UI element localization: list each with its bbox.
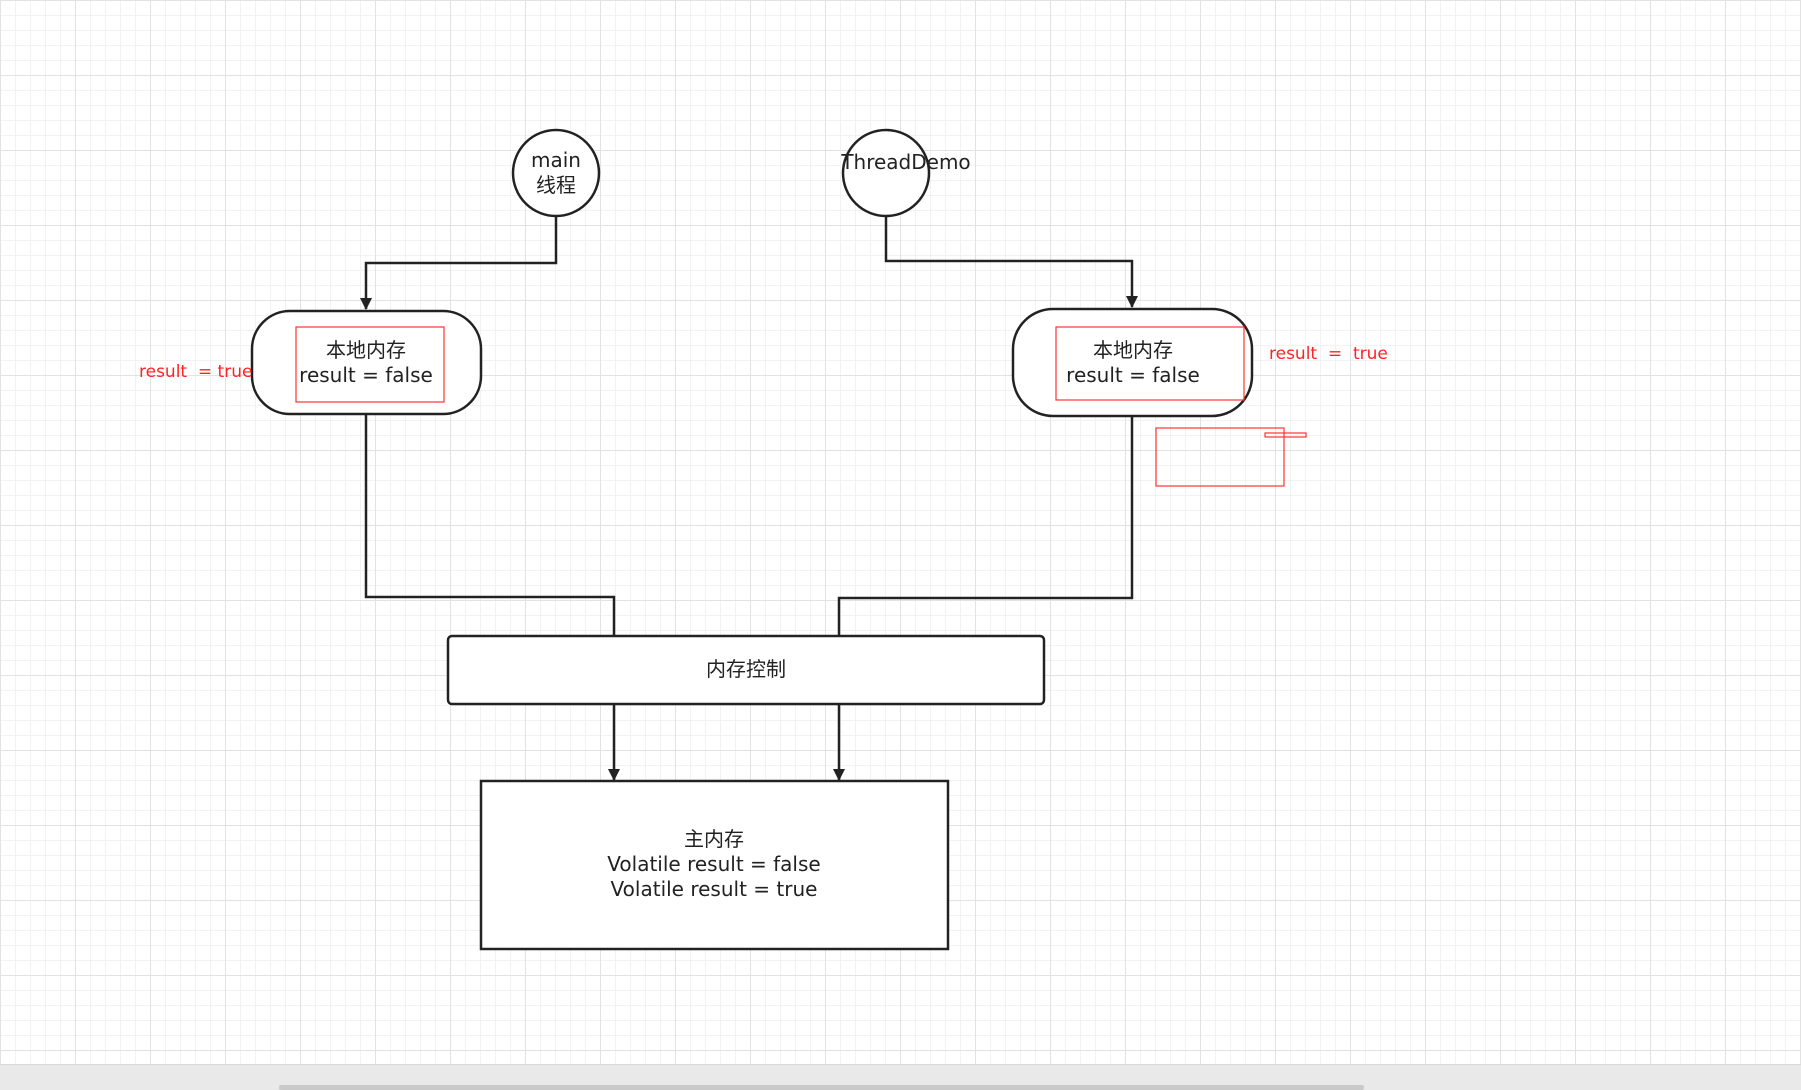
main-thread-label: main 线程 — [506, 148, 606, 198]
diagram-canvas[interactable]: main 线程 ThreadDemo 本地内存 result = false 本… — [0, 0, 1801, 1064]
diagram-svg — [250, 128, 1307, 951]
local-memory-left-highlight — [295, 326, 445, 403]
local-memory-right-title: 本地内存 — [1093, 338, 1173, 362]
edge-main-to-local-left[interactable] — [360, 216, 558, 310]
local-memory-left-node[interactable] — [250, 309, 483, 416]
local-memory-right-label: 本地内存 result = false — [1053, 338, 1213, 388]
main-thread-label-line1: main — [531, 148, 581, 172]
local-memory-left-title: 本地内存 — [326, 338, 406, 362]
local-memory-left-label: 本地内存 result = false — [286, 338, 446, 388]
threaddemo-label: ThreadDemo — [826, 150, 986, 175]
main-memory-label: 主内存 Volatile result = false Volatile res… — [564, 827, 864, 902]
main-memory-node[interactable] — [479, 779, 950, 951]
edge-threaddemo-to-local-right[interactable] — [884, 216, 1138, 308]
edge-local-right-to-control[interactable] — [837, 416, 1134, 636]
memory-control-label: 内存控制 — [646, 657, 846, 682]
main-memory-line2: Volatile result = true — [610, 877, 818, 901]
memory-control-label-text: 内存控制 — [706, 657, 786, 681]
right-annotation[interactable]: result = true — [1269, 344, 1388, 364]
local-memory-right-node[interactable] — [1011, 307, 1254, 418]
bottom-scroll-area — [0, 1064, 1801, 1090]
edge-local-left-to-control[interactable] — [364, 414, 616, 636]
local-memory-right-highlight — [1055, 326, 1245, 401]
main-thread-label-line2: 线程 — [536, 173, 576, 197]
small-red-handle[interactable] — [1264, 432, 1307, 438]
left-annotation[interactable]: result = true — [139, 362, 253, 382]
local-memory-left-value: result = false — [299, 363, 433, 387]
threaddemo-label-text: ThreadDemo — [841, 150, 971, 174]
empty-red-box[interactable] — [1155, 427, 1285, 487]
memory-control-node[interactable] — [446, 634, 1046, 706]
local-memory-right-value: result = false — [1066, 363, 1200, 387]
main-memory-line1: Volatile result = false — [607, 852, 821, 876]
horizontal-scrollbar[interactable] — [279, 1085, 1364, 1090]
main-memory-title: 主内存 — [684, 827, 744, 851]
main-thread-node[interactable] — [511, 128, 601, 218]
threaddemo-node[interactable] — [841, 128, 931, 218]
